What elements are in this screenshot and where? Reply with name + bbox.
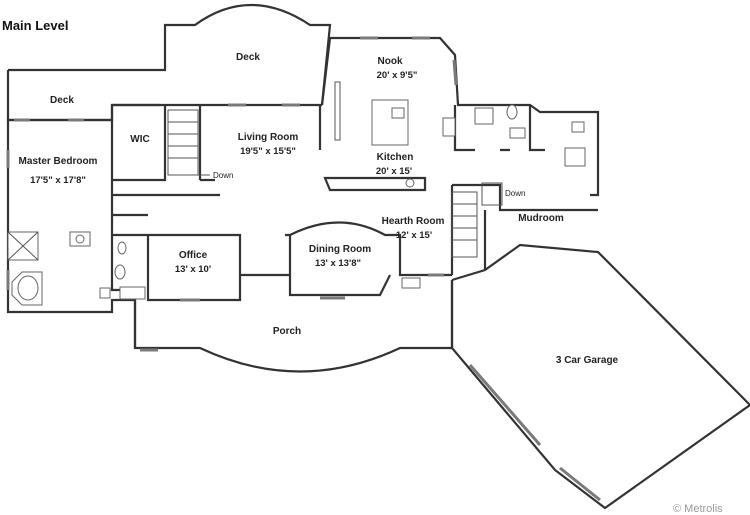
master-bath-fixtures	[7, 231, 127, 306]
room-master: Master Bedroom	[19, 156, 98, 167]
room-hearth-dim: 12' x 15'	[396, 230, 432, 241]
room-kitchen: Kitchen	[377, 152, 414, 163]
deck-upper-outline	[8, 3, 332, 106]
room-garage: 3 Car Garage	[556, 355, 619, 366]
porch-outline	[133, 280, 454, 373]
nook-outline	[320, 36, 600, 197]
room-living-dim: 19'5" x 15'5"	[240, 146, 296, 157]
stairs-right: Down	[451, 182, 525, 258]
room-master-dim: 17'5" x 17'8"	[30, 175, 86, 186]
room-wic: WIC	[130, 134, 149, 145]
room-office-dim: 13' x 10'	[175, 264, 211, 275]
room-office: Office	[179, 250, 208, 261]
room-porch: Porch	[273, 326, 301, 337]
room-deck-left: Deck	[50, 95, 74, 106]
stairs-down-label-left: Down	[213, 171, 233, 180]
copyright-text: © Metrolis	[673, 503, 723, 515]
room-dining-dim: 13' x 13'8"	[315, 258, 361, 269]
room-kitchen-dim: 20' x 15'	[376, 166, 412, 177]
plan-title: Main Level	[2, 18, 68, 33]
room-deck-upper: Deck	[236, 52, 260, 63]
room-dining: Dining Room	[309, 244, 371, 255]
room-nook: Nook	[378, 56, 403, 67]
garage-outline	[450, 243, 750, 510]
kitchen-island	[371, 99, 409, 146]
room-mudroom: Mudroom	[518, 213, 564, 224]
room-hearth: Hearth Room	[382, 216, 445, 227]
house-outer-walls	[6, 105, 137, 348]
interior-walls	[110, 105, 242, 302]
stairs-down-label-right: Down	[505, 189, 525, 198]
room-nook-dim: 20' x 9'5"	[377, 70, 418, 81]
service-fixtures	[119, 104, 586, 300]
deck-left-outline	[6, 70, 160, 122]
stairs-left: Down	[167, 109, 233, 180]
room-living: Living Room	[238, 132, 299, 143]
